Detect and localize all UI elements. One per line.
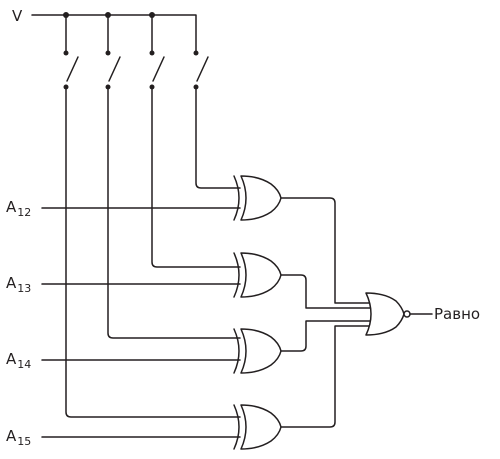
supply-bus-wire	[31, 14, 197, 54]
input-a12: A12	[6, 198, 241, 219]
supply-label: V	[12, 7, 23, 25]
xor-gate-2	[233, 252, 282, 298]
nor-gate	[365, 292, 411, 336]
svg-text:A14: A14	[6, 350, 31, 371]
xor-gate-4	[233, 404, 282, 450]
xor-2-to-nor-wire	[280, 274, 375, 309]
input-a14: A14	[6, 350, 241, 371]
xor-gate-3	[233, 328, 282, 374]
svg-text:A12: A12	[6, 198, 31, 219]
switch-2	[105, 14, 121, 90]
xor-gate-1	[233, 175, 282, 221]
switch-1	[63, 14, 79, 90]
xor-4-to-nor-wire	[280, 325, 373, 428]
switch-1-to-xor-4-wire	[65, 86, 241, 418]
output-label: Равно	[434, 305, 480, 323]
switch-3	[149, 14, 165, 90]
svg-text:A13: A13	[6, 274, 31, 295]
xor-3-to-nor-wire	[280, 320, 375, 352]
input-a13: A13	[6, 274, 241, 295]
switch-4	[193, 50, 209, 90]
input-a15: A15	[6, 427, 241, 448]
switch-2-to-xor-3-wire	[107, 86, 241, 339]
xor-1-to-nor-wire	[280, 197, 373, 304]
switch-4-to-xor-1-wire	[195, 86, 241, 189]
svg-text:A15: A15	[6, 427, 31, 448]
switch-3-to-xor-2-wire	[151, 86, 241, 268]
